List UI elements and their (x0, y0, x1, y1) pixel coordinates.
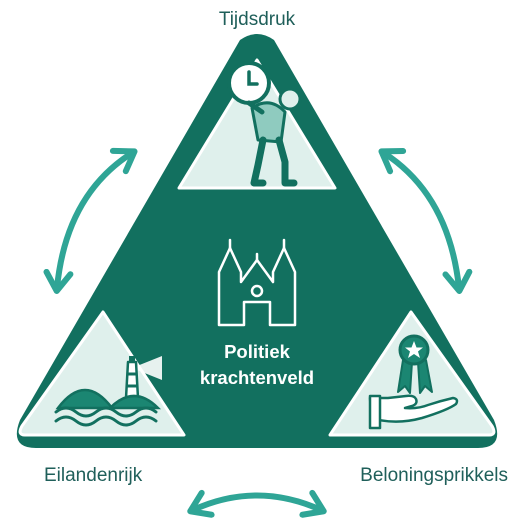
center-label: Politiek krachtenveld (157, 339, 357, 391)
lighthouse-island-icon (54, 356, 162, 427)
person-carrying-clock-icon (227, 61, 302, 187)
top-corner-panel (177, 58, 337, 190)
arrow-right-side (378, 148, 473, 294)
label-beloningsprikkels: Beloningsprikkels (360, 465, 508, 486)
arrow-bottom (187, 489, 327, 518)
arrow-left-side (43, 147, 138, 294)
center-label-line2: krachtenveld (199, 367, 315, 388)
label-tijdsdruk: Tijdsdruk (218, 9, 296, 30)
left-corner-panel (18, 310, 186, 437)
hand-with-award-icon (368, 334, 459, 430)
center-label-line1: Politiek (224, 341, 290, 362)
main-triangle (16, 34, 498, 448)
label-eilandenrijk: Eilandenrijk (44, 465, 143, 486)
church-icon (217, 238, 297, 327)
right-corner-panel (328, 310, 496, 437)
